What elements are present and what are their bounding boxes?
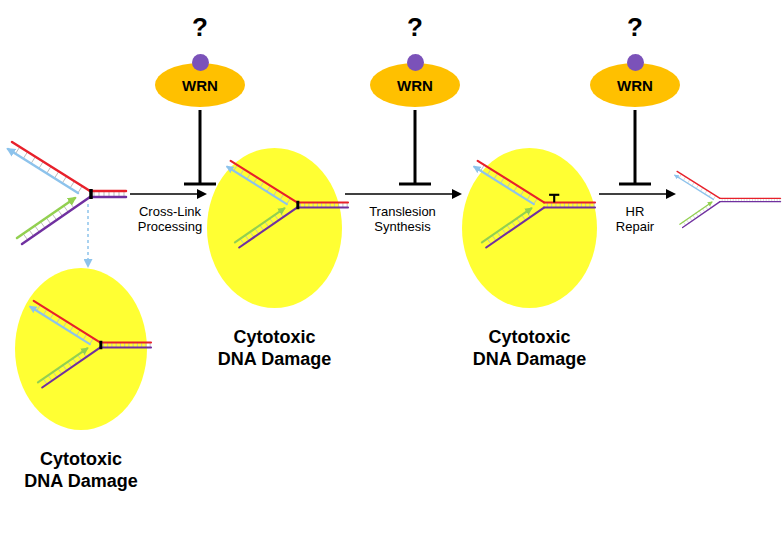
dna-strand	[297, 206, 348, 208]
cross-link	[99, 341, 102, 350]
process-arrow	[345, 193, 460, 195]
dna-strand	[544, 206, 595, 208]
dna-strand	[90, 190, 126, 193]
inhibition-line	[634, 110, 637, 184]
damage-label: Cytotoxic DNA Damage	[22, 448, 140, 492]
dna-strand	[478, 161, 544, 203]
purple-dot	[407, 54, 424, 71]
dna-strand	[677, 171, 720, 198]
inhibition-bar	[619, 183, 651, 186]
dna-strand	[235, 208, 284, 242]
damage-circle: Cytotoxic DNA Damage	[462, 148, 597, 370]
dna-strand	[482, 208, 531, 242]
inhibition-bar	[399, 183, 431, 186]
dotted-arrow	[87, 204, 89, 266]
dna-strand	[100, 346, 151, 348]
dna-strand	[675, 175, 714, 199]
dna-strand	[100, 341, 151, 343]
protein-label: WRN	[397, 77, 433, 94]
dna-strand	[544, 201, 595, 203]
dna-strand	[38, 348, 87, 382]
damage-ellipse	[462, 148, 597, 308]
cross-link	[89, 189, 93, 199]
damage-circle: Cytotoxic DNA Damage	[15, 268, 147, 492]
dna-strand	[297, 201, 348, 203]
dna-strand	[683, 202, 720, 228]
dna-strand	[90, 196, 126, 199]
process-arrow	[130, 193, 205, 195]
wrn-protein: WRN	[155, 63, 245, 107]
dna-strand	[720, 201, 781, 202]
dna-strand	[239, 208, 297, 248]
inhibition-line	[414, 110, 417, 184]
dna-strand	[34, 301, 100, 343]
replication-fork	[227, 161, 348, 248]
step-label: Cross-Link Processing	[127, 204, 213, 234]
wrn-protein: WRN	[590, 63, 680, 107]
purple-dot	[192, 54, 209, 71]
protein-label: WRN	[182, 77, 218, 94]
wrn-protein: WRN	[370, 63, 460, 107]
protein-label: WRN	[617, 77, 653, 94]
dna-strand	[12, 142, 90, 191]
dna-strand	[720, 198, 781, 199]
question-mark: ?	[395, 12, 435, 43]
yellow-ellipse	[207, 148, 342, 308]
step-label: HR Repair	[605, 204, 665, 234]
dna-strand	[680, 202, 712, 224]
yellow-ellipse	[15, 268, 147, 430]
damage-circle: Cytotoxic DNA Damage	[207, 148, 342, 370]
damage-label: Cytotoxic DNA Damage	[471, 326, 589, 370]
purple-dot	[627, 54, 644, 71]
lesion-mark	[549, 194, 559, 196]
dna-strand	[22, 197, 90, 244]
dna-strand	[231, 161, 297, 203]
damage-label: Cytotoxic DNA Damage	[216, 326, 334, 370]
inhibition-line	[199, 110, 202, 184]
replication-fork	[8, 142, 126, 244]
cross-link	[296, 201, 299, 210]
dna-strand	[474, 167, 534, 204]
lesion-mark	[553, 195, 555, 203]
replication-fork	[474, 161, 595, 248]
damage-ellipse	[15, 268, 147, 430]
yellow-ellipse	[462, 148, 597, 308]
question-mark: ?	[615, 12, 655, 43]
dna-strand	[8, 149, 78, 193]
dna-strand	[17, 198, 75, 238]
dna-strand	[227, 167, 286, 204]
replication-fork	[675, 171, 781, 227]
replication-fork	[30, 301, 151, 388]
step-label: Translesion Synthesis	[355, 204, 450, 234]
question-mark: ?	[180, 12, 220, 43]
inhibition-bar	[184, 183, 216, 186]
process-arrow	[599, 193, 674, 195]
dna-strand	[42, 348, 100, 388]
dna-strand	[30, 307, 90, 344]
damage-ellipse	[207, 148, 342, 308]
dna-strand	[486, 208, 544, 248]
